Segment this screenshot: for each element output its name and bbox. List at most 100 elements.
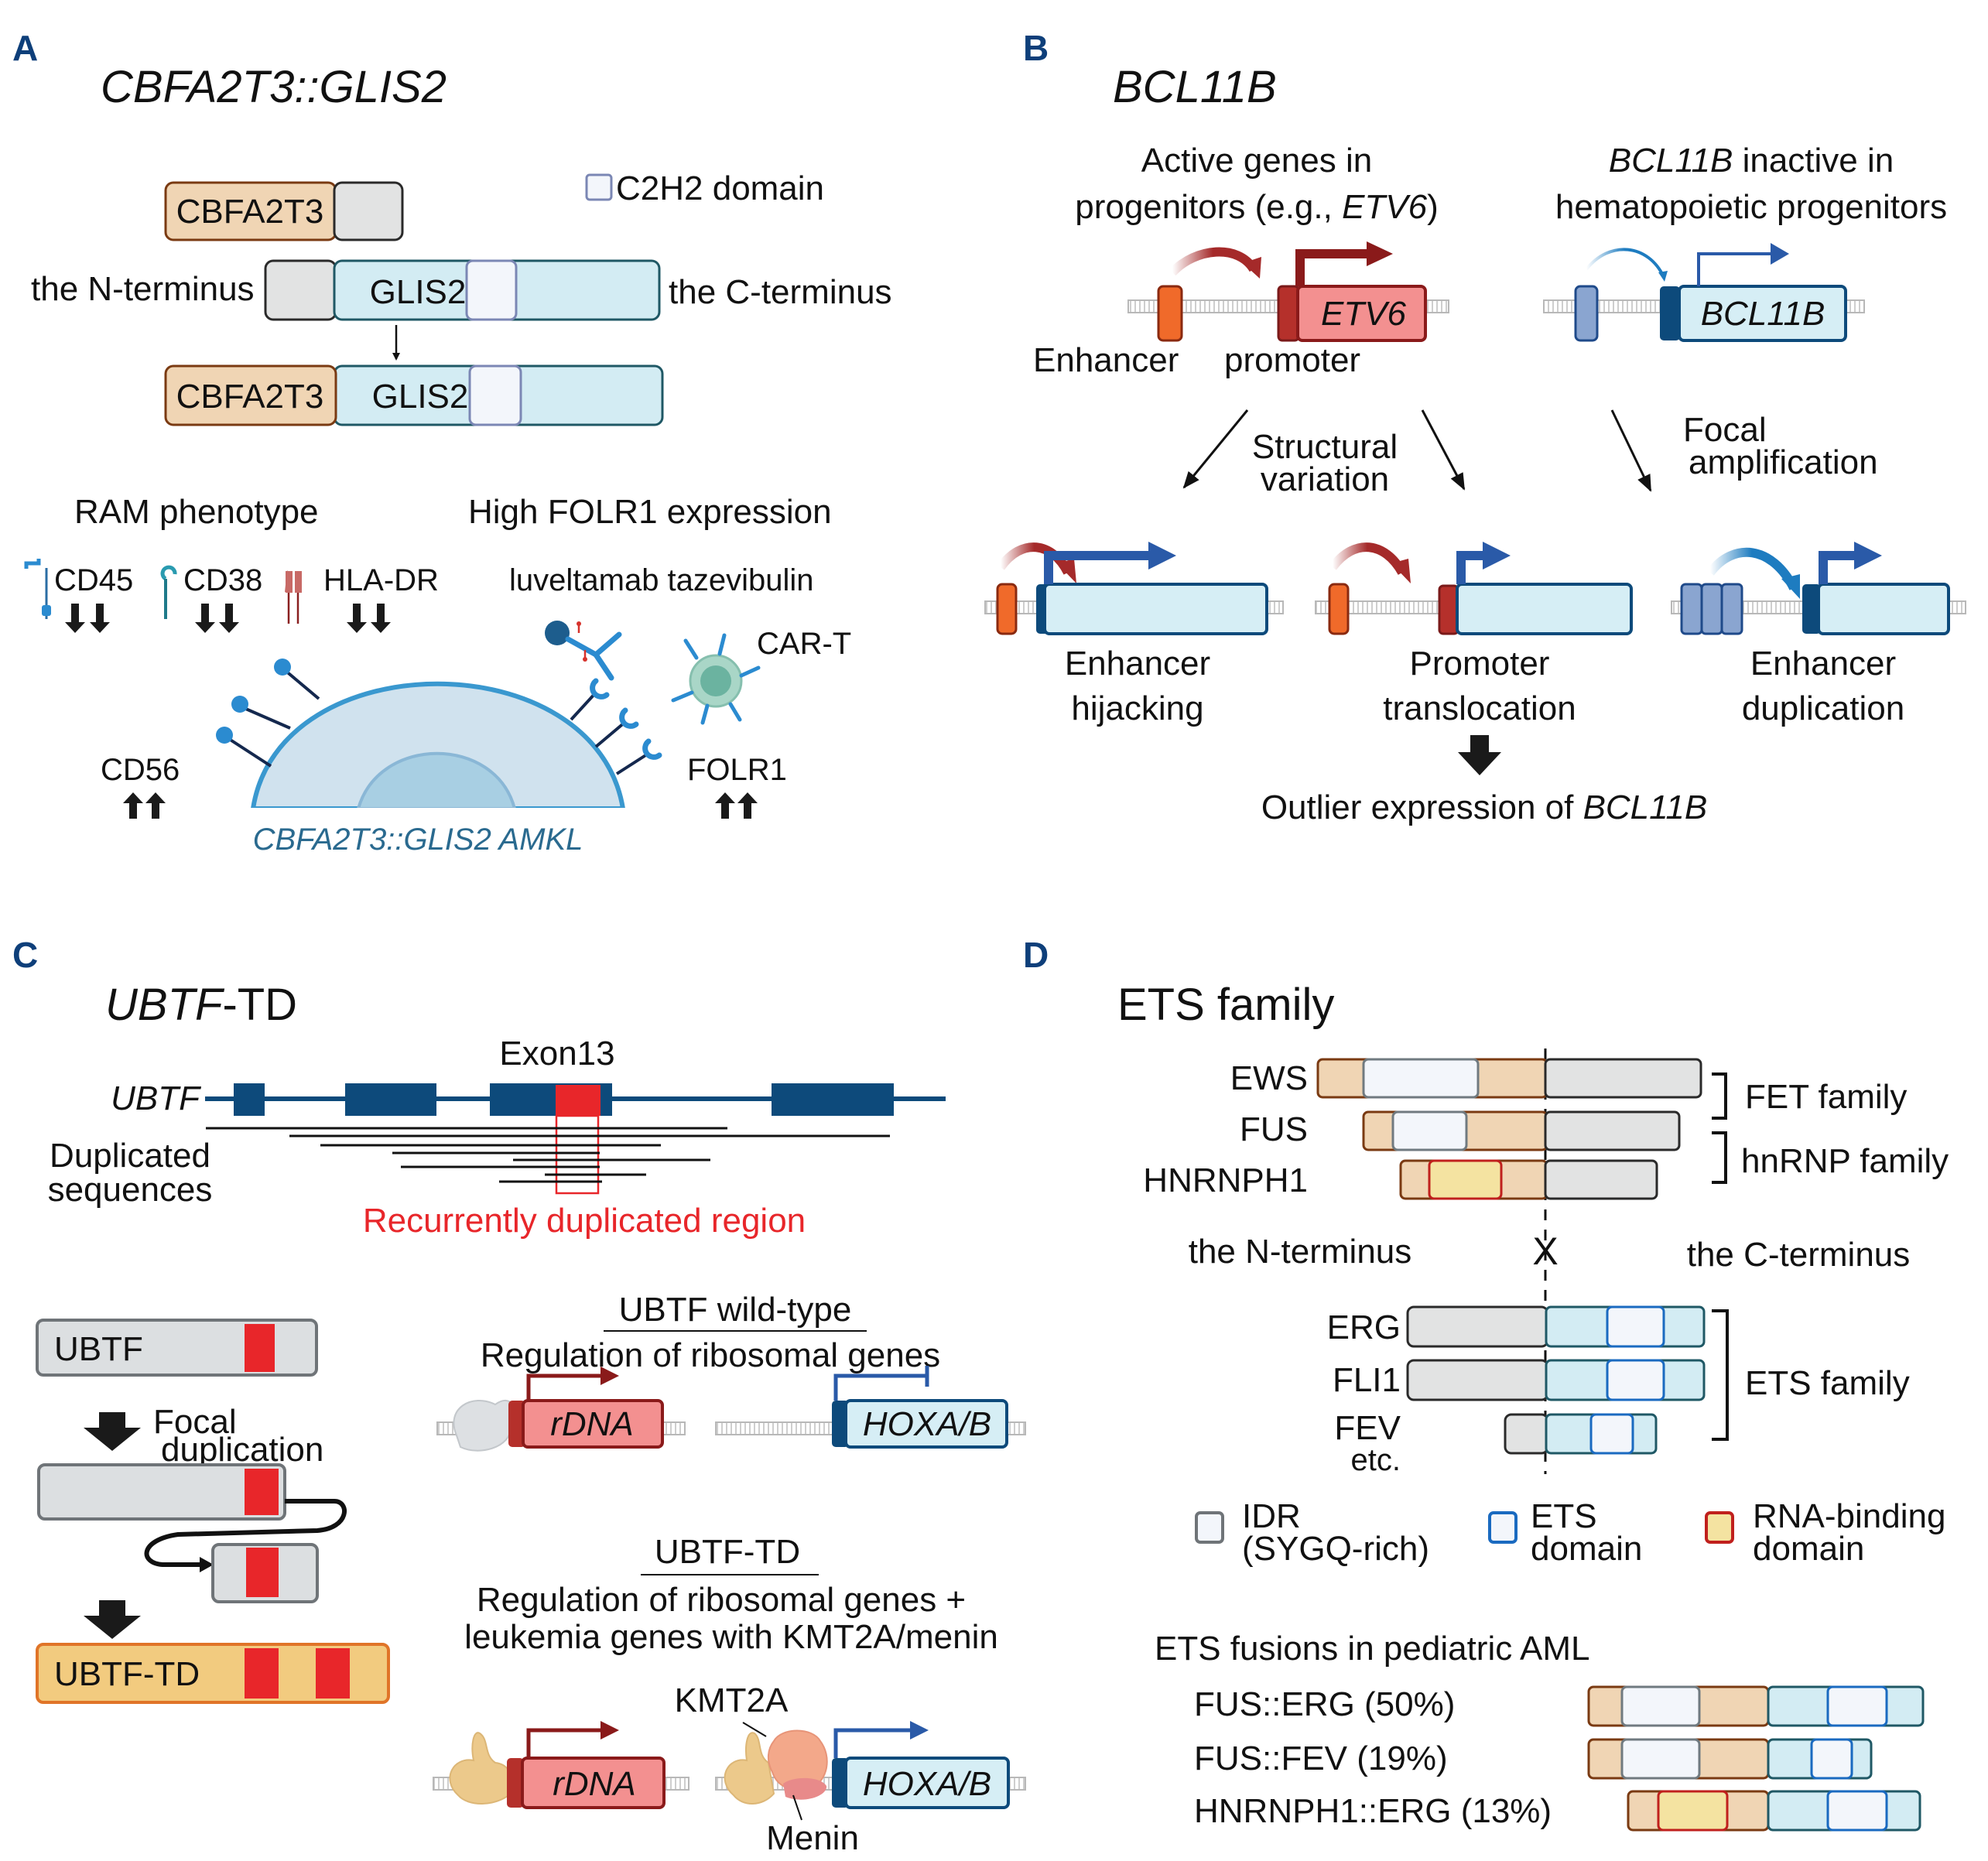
mechanism-3-line1: Enhancer xyxy=(1750,645,1896,682)
folr1-label: FOLR1 xyxy=(687,753,787,787)
panel-letter-a: A xyxy=(12,28,38,68)
fusion-row-hnrnph1-erg: HNRNPH1::ERG (13%) xyxy=(1194,1790,1921,1832)
bcl11b-gene-label: BCL11B xyxy=(1701,295,1825,333)
mechanism-1-line2: hijacking xyxy=(1071,689,1203,727)
panel-letter-c: C xyxy=(12,935,38,975)
hla-dr-label: HLA-DR xyxy=(323,563,439,597)
fusion-row-fus-fev: FUS::FEV (19%) xyxy=(1194,1738,1873,1780)
idr-legend-line2: (SYGQ-rich) xyxy=(1242,1530,1429,1568)
up-arrows-cd56-icon xyxy=(123,792,166,819)
etv6-locus: ETV6 xyxy=(1127,241,1449,342)
arrow-to-translocation-icon xyxy=(1421,409,1466,491)
n-partner-fus: FUS xyxy=(1240,1110,1308,1148)
ram-phenotype-heading: RAM phenotype xyxy=(74,493,319,531)
panel-a: A CBFA2T3::GLIS2 C2H2 domain CBFA2T3 the… xyxy=(12,28,892,857)
promoter-element xyxy=(1277,285,1300,342)
cd45-receptor-icon xyxy=(24,559,51,619)
down-arrow-2-icon xyxy=(84,1600,141,1639)
panel-letter-d: D xyxy=(1023,935,1049,975)
cd38-label: CD38 xyxy=(183,563,262,597)
cd56-label: CD56 xyxy=(101,753,180,787)
fus-protein xyxy=(1362,1110,1681,1151)
wt-rdna-label: rDNA xyxy=(550,1405,634,1443)
exon xyxy=(772,1083,894,1116)
structural-variation-line2: variation xyxy=(1261,460,1389,498)
ubtf-duplication-intermediate xyxy=(37,1463,347,1603)
c2h2-domain xyxy=(465,259,518,321)
enhancer-duplication-locus xyxy=(1671,542,1966,635)
domain-legend: IDR (SYGQ-rich) ETS domain RNA-binding d… xyxy=(1195,1497,1945,1568)
hla-dr-receptor-icon xyxy=(285,570,302,624)
c-partner-erg: ERG xyxy=(1327,1309,1401,1346)
td-hoxa-b-label: HOXA/B xyxy=(863,1765,991,1803)
up-arrows-folr1-icon xyxy=(715,792,758,819)
down-arrows-cd38-icon xyxy=(195,604,239,633)
panel-d: D ETS family EWS FUS HNRNPH1 FET family … xyxy=(1023,935,1949,1832)
amkl-cell-icon xyxy=(216,659,662,811)
outcome-arrow-icon xyxy=(1458,735,1501,775)
focal-duplication-line2: duplication xyxy=(161,1431,323,1469)
structural-variation-line1: Structural xyxy=(1252,428,1398,466)
duplicated-sequences xyxy=(206,1127,890,1183)
panel-c: C UBTF-TD Exon13 UBTF Duplicated sequenc… xyxy=(12,935,1026,1857)
d-c-terminus-label: the C-terminus xyxy=(1687,1236,1911,1274)
wt-hoxa-b-locus: HOXA/B xyxy=(715,1366,1026,1449)
cd45-label: CD45 xyxy=(54,563,133,597)
fusion-row-fus-erg: FUS::ERG (50%) xyxy=(1194,1685,1925,1727)
td-description-line2: leukemia genes with KMT2A/menin xyxy=(464,1618,998,1656)
td-heading: UBTF-TD xyxy=(655,1533,800,1571)
fet-family-label: FET family xyxy=(1745,1078,1907,1116)
panel-b: B BCL11B Active genes in progenitors (e.… xyxy=(984,28,1966,826)
wt-hoxa-b-label: HOXA/B xyxy=(863,1405,991,1443)
menin-protein-icon xyxy=(783,1777,827,1800)
car-t-cell-icon xyxy=(671,633,761,725)
fusion-cbfa2t3-label: CBFA2T3 xyxy=(176,378,324,416)
c-partner-etc: etc. xyxy=(1351,1443,1401,1477)
fev-protein xyxy=(1504,1413,1658,1455)
amkl-cell-label: CBFA2T3::GLIS2 AMKL xyxy=(253,823,583,857)
wt-heading: UBTF wild-type xyxy=(619,1291,852,1329)
wt-description: Regulation of ribosomal genes xyxy=(481,1336,940,1374)
panel-a-title: CBFA2T3::GLIS2 xyxy=(101,62,447,112)
c-partner-fli1: FLI1 xyxy=(1333,1361,1401,1399)
td-rdna-label: rDNA xyxy=(553,1765,636,1803)
drug-label: luveltamab tazevibulin xyxy=(509,563,814,597)
cbfa2t3-protein: CBFA2T3 xyxy=(164,181,404,241)
ubtf-protein-icon xyxy=(724,1732,775,1805)
ubtf-gene-label: UBTF xyxy=(111,1079,201,1117)
rna-binding-legend-swatch xyxy=(1705,1511,1734,1544)
active-genes-line1: Active genes in xyxy=(1141,142,1372,180)
fusion-label: FUS::ERG (50%) xyxy=(1194,1685,1455,1723)
etv6-gene-label: ETV6 xyxy=(1321,295,1407,333)
fli1-protein xyxy=(1406,1359,1706,1401)
menin-label: Menin xyxy=(766,1819,859,1857)
c-partner-fev: FEV xyxy=(1334,1409,1401,1447)
panel-b-title: BCL11B xyxy=(1113,62,1277,112)
outcome-label: Outlier expression of BCL11B xyxy=(1261,789,1707,826)
kmt2a-leader xyxy=(742,1722,767,1737)
duplicated-sequences-line2: sequences xyxy=(48,1171,213,1209)
fusion-glis2-label: GLIS2 xyxy=(372,378,469,416)
fet-family-bracket xyxy=(1712,1072,1727,1120)
td-hoxa-b-locus: HOXA/B xyxy=(715,1721,1026,1809)
n-partner-hnrnph1: HNRNPH1 xyxy=(1143,1161,1308,1199)
c2h2-legend-label: C2H2 domain xyxy=(616,169,824,207)
focal-amplification-line1: Focal xyxy=(1683,411,1767,449)
td-description-line1: Regulation of ribosomal genes + xyxy=(477,1581,966,1619)
wt-rdna-locus: rDNA xyxy=(436,1367,686,1452)
down-arrows-cd45-icon xyxy=(65,604,110,633)
bcl11b-locus: BCL11B xyxy=(1543,243,1865,342)
down-arrow-1-icon xyxy=(84,1412,141,1451)
mechanism-3-line2: duplication xyxy=(1742,689,1904,727)
inactive-line1: BCL11B inactive in xyxy=(1609,142,1894,180)
glis2-label: GLIS2 xyxy=(370,273,467,311)
hnrnp-family-bracket xyxy=(1712,1131,1727,1184)
enhancer-label: Enhancer xyxy=(1033,341,1179,379)
ets-family-bracket xyxy=(1712,1309,1729,1441)
glis2-protein: GLIS2 xyxy=(264,259,661,321)
ews-protein xyxy=(1316,1058,1702,1099)
mechanism-1-line1: Enhancer xyxy=(1065,645,1210,682)
promoter-translocation-locus xyxy=(1315,542,1633,635)
ubtf-box-label: UBTF xyxy=(54,1330,143,1368)
